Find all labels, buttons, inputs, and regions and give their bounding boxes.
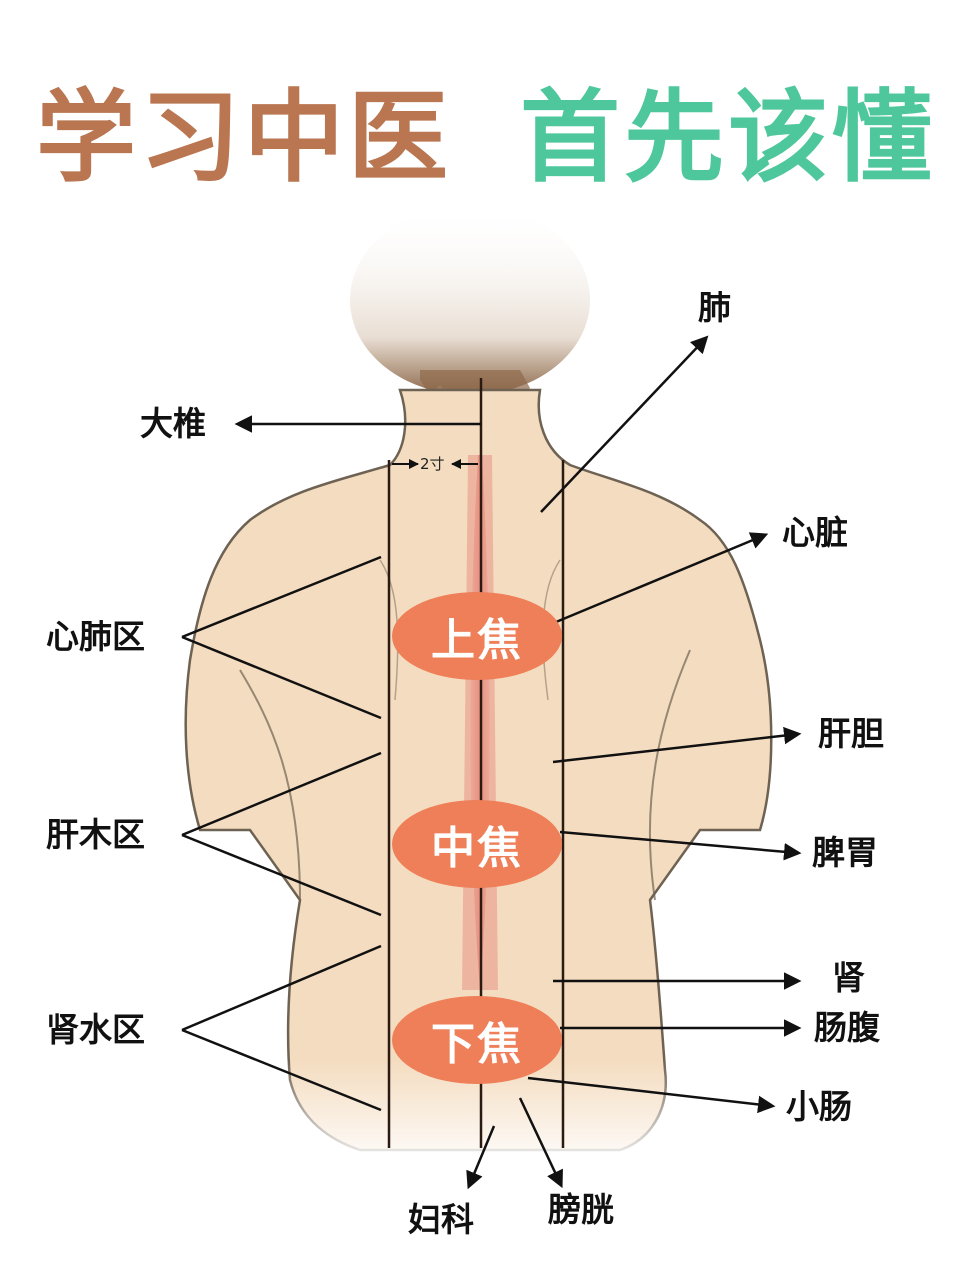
label-xiaochang: 小肠 [786, 1087, 852, 1126]
shang-jiao-badge: 上焦 [392, 592, 562, 680]
label-xinfei-zone: 心肺区 [46, 617, 145, 656]
ganmu-lines [181, 751, 382, 917]
measure-label: 2寸 [420, 455, 445, 473]
label-shenshui-zone: 肾水区 [46, 1010, 145, 1049]
title-right: 首先该懂 [520, 79, 936, 196]
label-dazhui: 大椎 [140, 404, 206, 443]
zhong-jiao-badge: 中焦 [392, 800, 562, 888]
shenshui-lines [181, 944, 382, 1112]
label-fei: 肺 [698, 288, 731, 327]
xinfei-lines [181, 555, 382, 720]
title-left: 学习中医 [36, 79, 452, 196]
label-shen: 肾 [832, 958, 865, 997]
label-xinzang: 心脏 [782, 513, 848, 552]
head [350, 205, 590, 395]
label-gandan: 肝胆 [818, 714, 884, 753]
label-ganmu-zone: 肝木区 [46, 815, 145, 854]
label-changfu: 肠腹 [814, 1008, 880, 1047]
label-piwei: 脾胃 [812, 833, 878, 872]
xia-jiao-badge: 下焦 [392, 996, 562, 1084]
label-fuke: 妇科 [408, 1200, 474, 1239]
label-pangguang: 膀胱 [548, 1190, 614, 1229]
